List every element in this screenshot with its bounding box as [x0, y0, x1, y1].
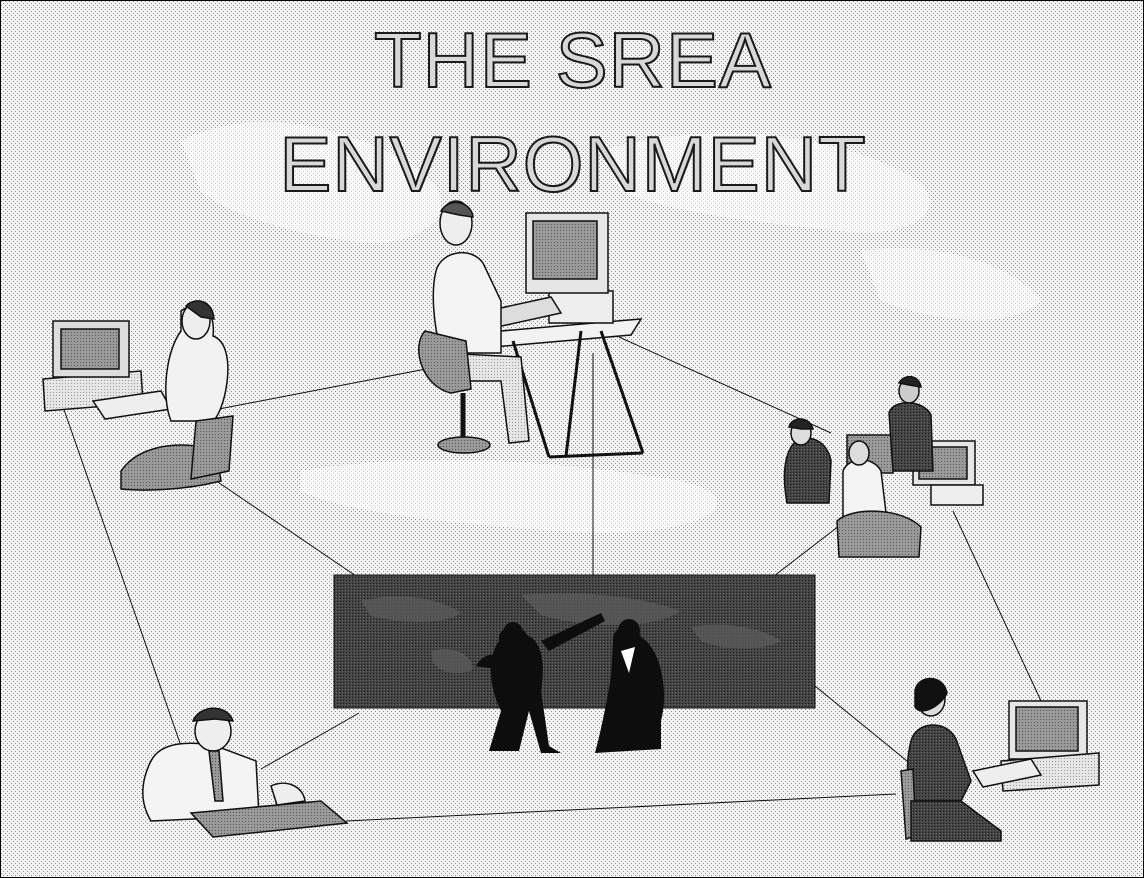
- workstation-right-group: [783, 375, 984, 558]
- workstation-bottom-right: [900, 677, 1100, 842]
- workstation-left: [42, 300, 234, 491]
- world-map-backdrop: [181, 122, 1041, 533]
- workstation-bottom-left: [142, 707, 349, 838]
- slide-title-line-2: ENVIRONMENT: [278, 120, 867, 208]
- central-display-wall: [333, 574, 816, 753]
- briefing-figures: [476, 613, 665, 753]
- slide-title-line-1: THE SREA: [373, 16, 773, 104]
- workstation-top: [418, 200, 645, 459]
